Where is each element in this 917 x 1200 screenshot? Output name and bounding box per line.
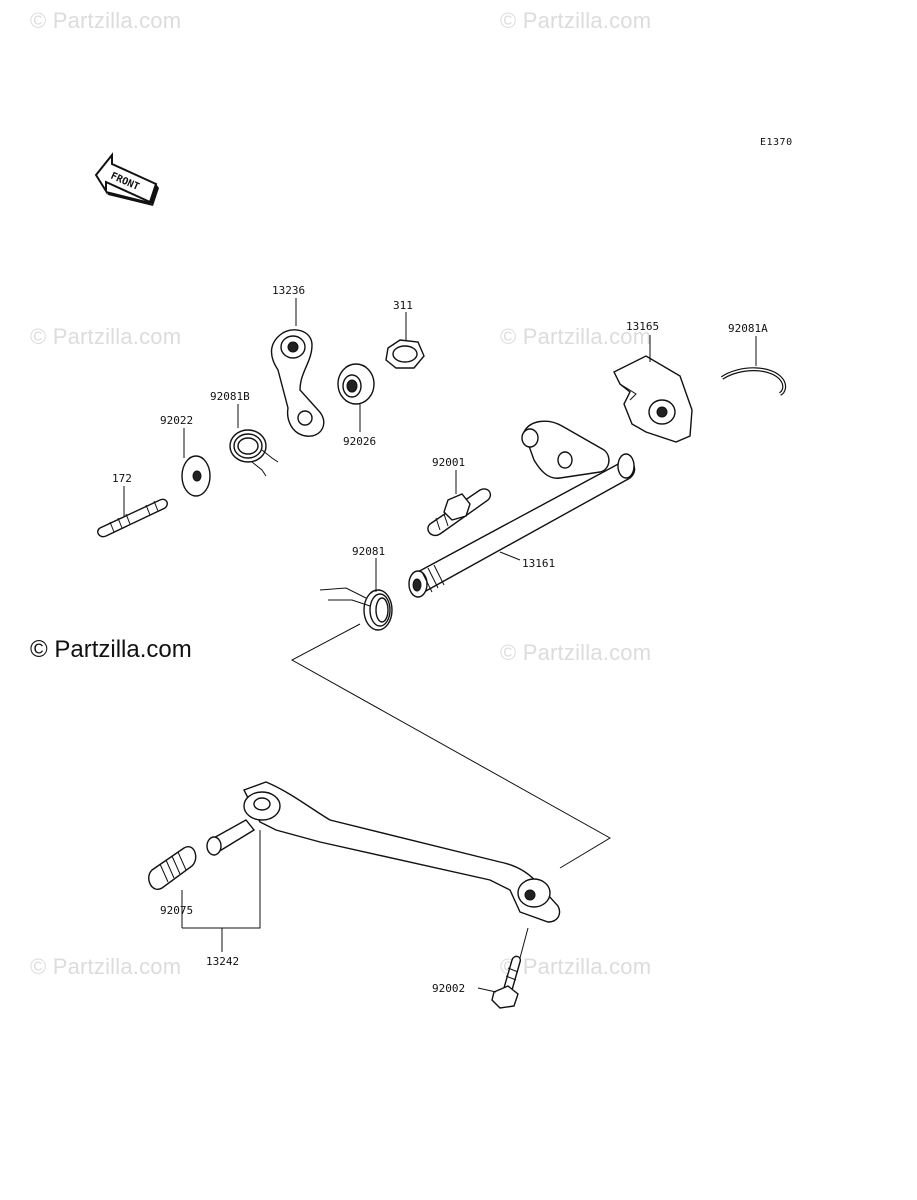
assembly-leader-line [290,623,611,869]
label-92081B: 92081B [210,390,250,403]
part-311-nut[interactable] [385,339,425,369]
label-92001: 92001 [432,456,465,469]
label-92002: 92002 [432,982,465,995]
label-13165: 13165 [626,320,659,333]
diagram-code: E1370 [760,137,793,148]
label-13236: 13236 [272,284,305,297]
watermark: © Partzilla.com [30,324,182,349]
label-92081: 92081 [352,545,385,558]
part-92001-bolt[interactable] [427,488,492,537]
label-92026: 92026 [343,435,376,448]
copyright-text: © Partzilla.com [30,636,192,663]
part-92002-bolt[interactable] [491,955,522,1009]
part-13161-shift-shaft[interactable] [408,420,636,598]
part-92075-rubber[interactable] [148,846,197,890]
label-13161: 13161 [522,557,555,570]
watermark: © Partzilla.com [500,324,652,349]
label-92022: 92022 [160,414,193,427]
part-172-stud[interactable] [97,498,168,538]
part-92081A-clip[interactable] [720,367,787,396]
label-92081A: 92081A [728,322,768,335]
label-92075: 92075 [160,904,193,917]
label-13242: 13242 [206,955,239,968]
part-92081B-spring[interactable] [229,429,279,477]
part-13165-plate[interactable] [613,355,693,443]
part-92022-washer[interactable] [181,455,211,497]
watermark: © Partzilla.com [30,8,182,33]
watermark: © Partzilla.com [500,954,652,979]
watermark: © Partzilla.com [30,954,182,979]
watermark: © Partzilla.com [500,8,652,33]
part-13236-shift-arm[interactable] [270,329,325,437]
part-13242-shift-pedal[interactable] [206,781,561,923]
label-172: 172 [112,472,132,485]
watermark: © Partzilla.com [500,640,652,665]
part-92026-collar[interactable] [337,363,375,405]
label-311: 311 [393,299,413,312]
part-92081-spring[interactable] [319,587,393,631]
front-arrow-icon: FRONT [94,152,159,206]
